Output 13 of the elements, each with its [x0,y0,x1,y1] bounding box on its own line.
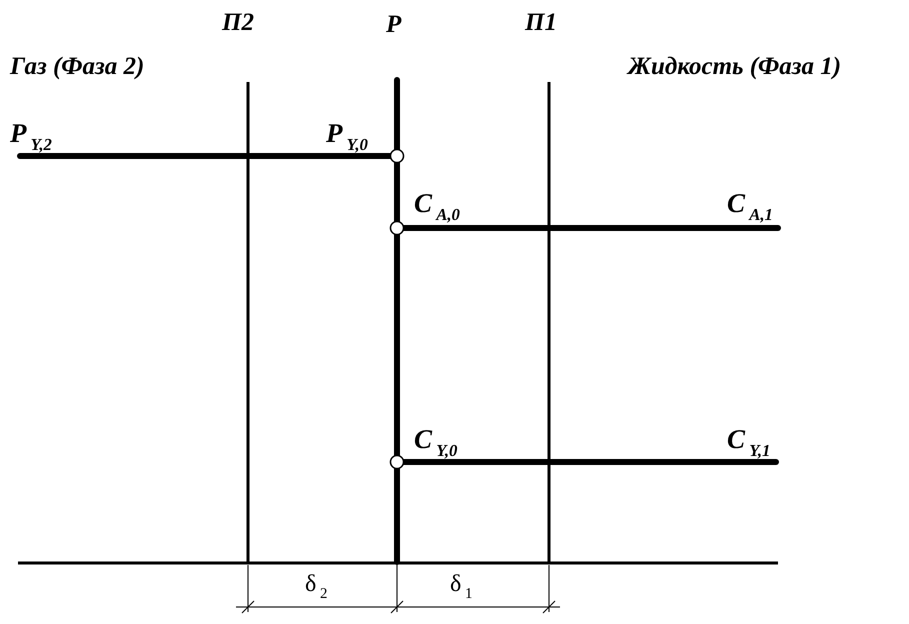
concentration-label: C$_{Y,0}$ [414,426,458,460]
dimension-label: δ$_{1}$ [450,572,472,602]
pressure-label: P$_{Y,2}$ [10,120,52,154]
plane-label: P [386,12,402,37]
concentration-label: C$_{A,1}$ [727,190,773,224]
concentration-label: C$_{Y,1}$ [727,426,770,460]
phase-label: Жидкость (Фаза 1) [628,54,842,79]
pressure-label: P$_{Y,0}$ [326,120,368,154]
plane-label: П1 [525,10,557,35]
dimension-label: δ$_{2}$ [305,572,328,602]
plane-label: П2 [222,10,254,35]
phase-label: Газ (Фаза 2) [10,54,144,79]
concentration-label: C$_{A,0}$ [414,190,460,224]
